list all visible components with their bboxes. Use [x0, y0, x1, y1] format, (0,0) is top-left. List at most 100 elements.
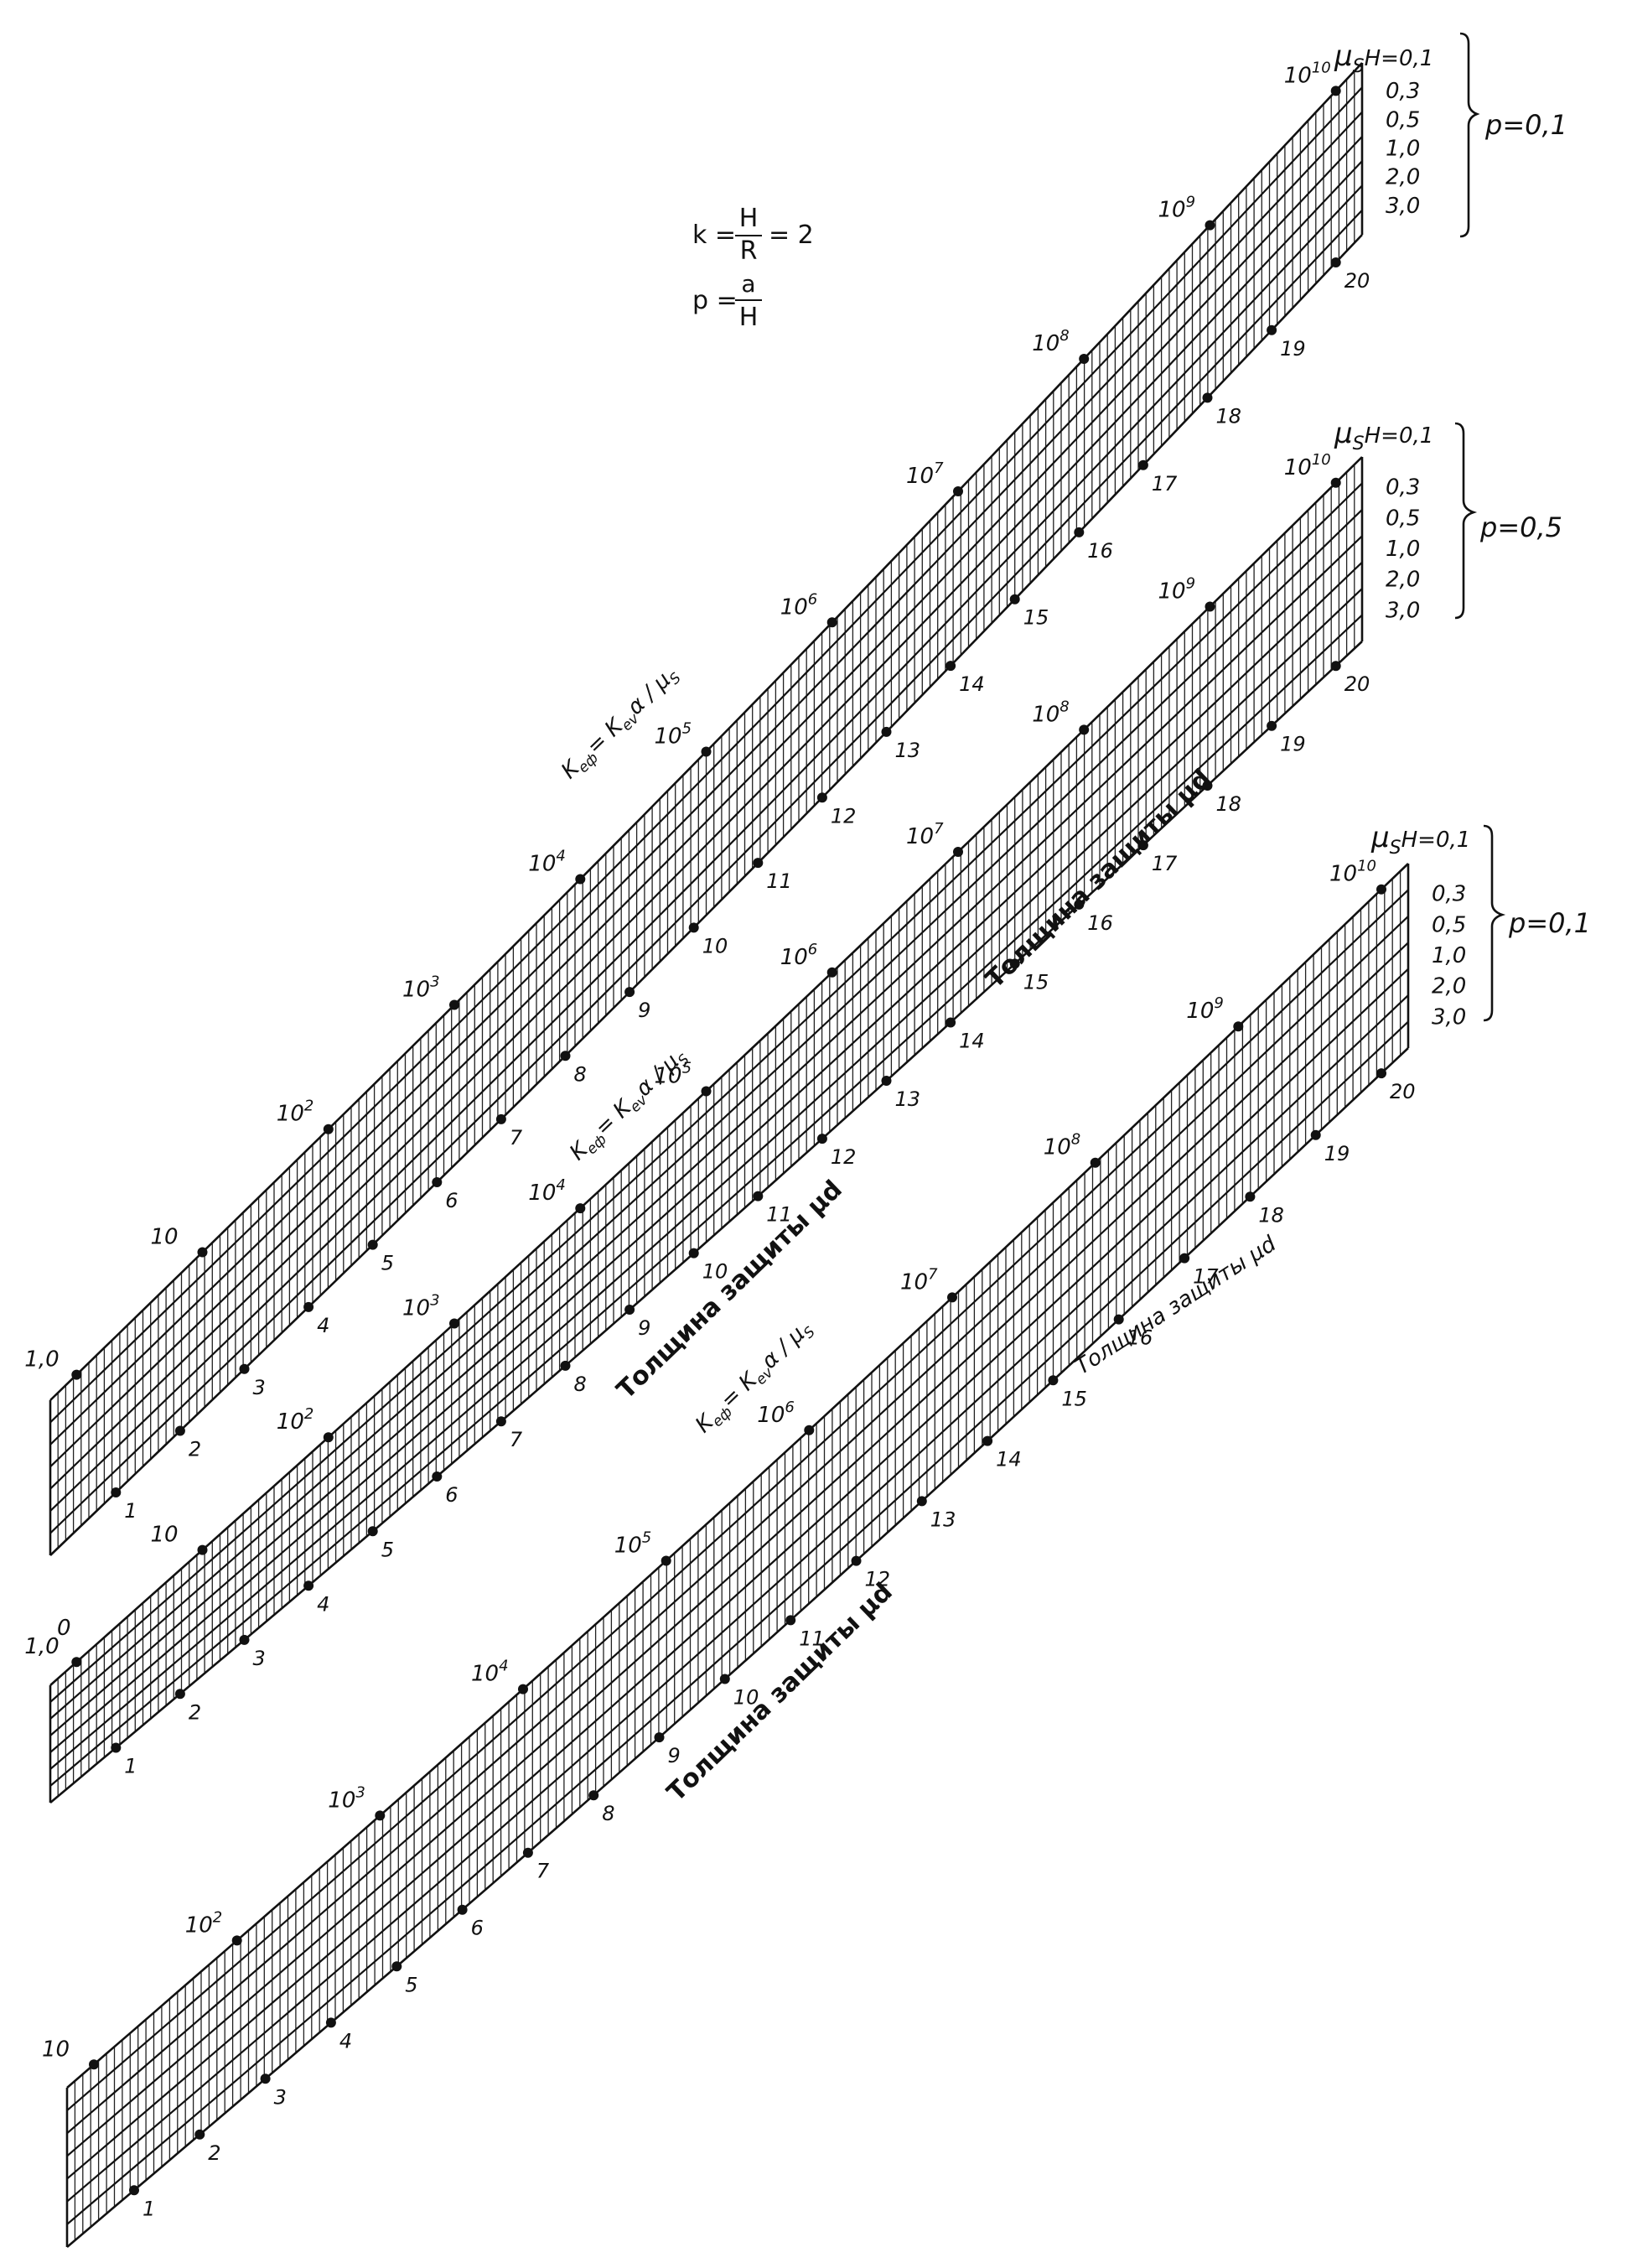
middle-k-tick-label: 108: [1032, 698, 1070, 727]
top-k-tick-dot: [1079, 354, 1090, 364]
bottom-thickness-tick-label: 20: [1390, 1080, 1416, 1103]
top-k-tick-dot: [701, 746, 712, 757]
middle-k-tick-label: 106: [780, 941, 818, 970]
top-thickness-tick-label: 18: [1216, 404, 1242, 428]
bottom-thickness-tick-label: 13: [930, 1508, 956, 1531]
top-thickness-tick-label: 6: [445, 1189, 458, 1212]
bottom-muH-value-label: 0,3: [1432, 882, 1466, 907]
top-thickness-tick-dot: [367, 1239, 378, 1250]
bottom-thickness-label-alt: Толщина защиты μd: [1070, 1231, 1281, 1379]
top-thickness-tick-dot: [816, 792, 827, 803]
top-muH-value-label: 0,3: [1386, 79, 1420, 104]
middle-k-tick-label: 102: [277, 1405, 314, 1435]
top-thickness-tick-label: 1: [124, 1499, 137, 1523]
middle-muH-curve: [49, 535, 1363, 1736]
bottom-thickness-tick-dot: [1310, 1129, 1321, 1140]
formula-k-left: k =: [692, 221, 736, 250]
bottom-thickness-tick-dot: [1179, 1253, 1190, 1264]
top-muH-curve: [49, 86, 1363, 1424]
top-k-tick-label: 102: [277, 1098, 314, 1127]
bottom-muH-value-label: 0,5: [1432, 912, 1466, 937]
middle-thickness-tick-dot: [946, 1017, 956, 1028]
middle-k-tick-label: 1010: [1284, 451, 1331, 480]
top-muH-curve: [49, 111, 1363, 1445]
middle-thickness-tick-dot: [432, 1471, 443, 1482]
top-thickness-tick-label: 2: [189, 1438, 201, 1461]
middle-muH-value-label: 1,0: [1386, 537, 1420, 562]
bottom-k-tick-label: 108: [1044, 1131, 1081, 1160]
top-thickness-tick-dot: [624, 987, 635, 998]
formula-k-denominator: R: [740, 236, 758, 266]
top-muH-curve: [49, 209, 1363, 1534]
middle-p-label: p=0,5: [1479, 511, 1562, 543]
bottom-thickness-tick-dot: [1376, 1068, 1386, 1079]
top-muH-curve: [49, 160, 1363, 1490]
formula-block: k = H R = 2 p = a H: [692, 204, 814, 332]
bottom-k-tick-label: 104: [471, 1658, 509, 1687]
bottom-k-axis-label: Kеф= Kevα / μS: [691, 1321, 819, 1438]
middle-thickness-tick-dot: [1009, 958, 1020, 969]
middle-thickness-tick-dot: [881, 1076, 892, 1086]
bottom-k-tick-dot: [375, 1810, 386, 1821]
formula-p-denominator: H: [739, 303, 759, 332]
middle-k-tick-dot: [1205, 601, 1215, 612]
top-thickness-tick-label: 3: [253, 1376, 266, 1399]
top-thickness-tick-label: 19: [1280, 337, 1306, 361]
bottom-k-tick-label: 102: [185, 1908, 223, 1938]
top-k-tick-dot: [1330, 86, 1341, 96]
bottom-thickness-tick-label: 19: [1324, 1142, 1350, 1165]
middle-thickness-tick-label: 3: [253, 1647, 266, 1670]
bottom-thickness-tick-label: 18: [1258, 1203, 1284, 1227]
bottom-muH-value-label: 1,0: [1432, 943, 1466, 968]
bottom-thickness-tick-label: 6: [471, 1917, 484, 1940]
bottom-thickness-tick-label: 3: [274, 2085, 287, 2109]
middle-grid-mesh: [49, 457, 1363, 1803]
top-k-tick-dot: [197, 1247, 208, 1258]
bottom-top-edge: [66, 863, 1409, 2089]
top-thickness-tick-dot: [1202, 392, 1213, 403]
middle-thickness-tick-dot: [174, 1689, 185, 1700]
middle-thickness-tick-dot: [688, 1248, 699, 1259]
top-muH-value-label: 2,0: [1386, 165, 1420, 190]
panel-top: 1,01010210310410510610710810910101234567…: [24, 59, 1420, 1556]
bottom-thickness-tick-label: 11: [799, 1627, 825, 1650]
middle-muH-curve: [49, 482, 1363, 1703]
top-thickness-tick-dot: [881, 726, 892, 737]
bottom-k-tick-label: 109: [1186, 994, 1224, 1024]
middle-k-tick-dot: [1330, 477, 1341, 488]
middle-thickness-tick-label: 9: [638, 1316, 650, 1340]
bottom-thickness-tick-label: 10: [733, 1686, 759, 1710]
bottom-k-tick-dot: [89, 2059, 99, 2070]
middle-thickness-tick-dot: [624, 1305, 635, 1315]
top-thickness-tick-label: 15: [1023, 606, 1049, 630]
middle-muH-curve: [49, 588, 1363, 1770]
top-grid-mesh: [49, 63, 1363, 1555]
middle-thickness-tick-dot: [239, 1634, 250, 1645]
middle-thickness-tick-label: 12: [831, 1145, 857, 1169]
top-thickness-tick-label: 14: [959, 672, 985, 696]
bottom-muH-value-label: 3,0: [1432, 1004, 1466, 1030]
top-k-tick-dot: [953, 486, 963, 496]
bottom-muH-curve: [66, 942, 1409, 2157]
bottom-thickness-tick-dot: [785, 1615, 796, 1626]
bottom-k-tick-dot: [804, 1425, 815, 1435]
top-thickness-label: Толщина защиты μd: [980, 764, 1217, 994]
bottom-thickness-tick-label: 9: [668, 1744, 681, 1767]
bottom-thickness-tick-label: 2: [208, 2141, 220, 2165]
top-k-tick-label: 109: [1158, 194, 1196, 223]
middle-thickness-tick-label: 11: [766, 1203, 792, 1227]
middle-thickness-tick-label: 19: [1280, 733, 1306, 756]
bottom-thickness-label: Толщина защиты μd: [661, 1577, 899, 1808]
middle-thickness-tick-dot: [495, 1416, 506, 1427]
middle-k-tick-dot: [575, 1203, 586, 1214]
middle-thickness-tick-dot: [753, 1191, 764, 1201]
bottom-k-tick-dot: [1376, 884, 1386, 895]
bottom-k-tick-dot: [518, 1684, 528, 1695]
bottom-thickness-tick-dot: [916, 1496, 927, 1507]
middle-thickness-tick-label: 20: [1344, 672, 1370, 696]
middle-k-tick-dot: [323, 1432, 334, 1443]
middle-thickness-tick-label: 13: [895, 1087, 921, 1111]
middle-k-tick-dot: [197, 1544, 208, 1555]
